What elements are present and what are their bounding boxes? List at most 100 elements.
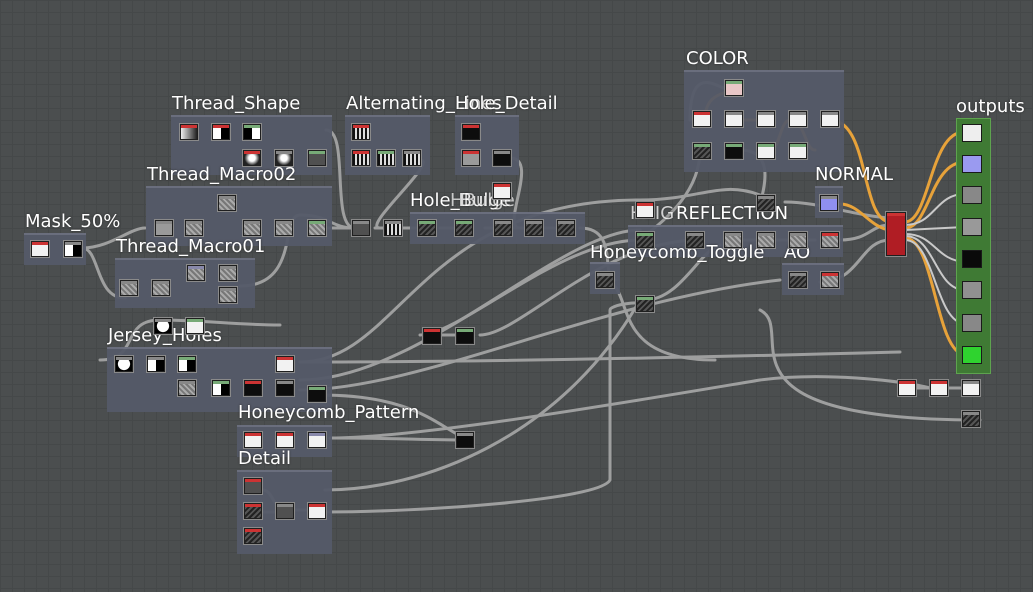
- detail-node-3[interactable]: [244, 528, 262, 544]
- blur-node[interactable]: [275, 150, 293, 166]
- honeycomb-node-2[interactable]: [276, 432, 294, 448]
- hole-merge-node-2[interactable]: [456, 328, 474, 344]
- stripes-node-2[interactable]: [352, 150, 370, 166]
- output-stripes-node[interactable]: [403, 150, 421, 166]
- color-mask-node-2[interactable]: [725, 143, 743, 159]
- height-node[interactable]: [757, 195, 775, 211]
- honeycomb-output-node[interactable]: [308, 432, 326, 448]
- hole-bulge-node[interactable]: [493, 183, 511, 199]
- bulge-node-4[interactable]: [557, 220, 575, 236]
- extra-node-3[interactable]: [962, 380, 980, 396]
- hole-merge-node-1[interactable]: [423, 328, 441, 344]
- color-blend-node-1[interactable]: [725, 111, 743, 127]
- output-emissive-node[interactable]: [962, 346, 982, 364]
- color-base-node[interactable]: [725, 80, 743, 96]
- honeycomb-switch-node[interactable]: [456, 432, 474, 448]
- hole-gray-node[interactable]: [462, 150, 480, 166]
- jersey-blend-node[interactable]: [178, 356, 196, 372]
- output-height-node[interactable]: [962, 250, 982, 268]
- frame-jersey-holes[interactable]: [107, 347, 332, 412]
- jersey-noise-node[interactable]: [178, 380, 196, 396]
- bulge-blend-node[interactable]: [455, 220, 473, 236]
- gradient-node[interactable]: [180, 124, 198, 140]
- blend-node[interactable]: [243, 124, 261, 140]
- honeycomb-node-1[interactable]: [244, 432, 262, 448]
- thread-merge-node[interactable]: [352, 220, 370, 236]
- output-hub-node[interactable]: [886, 212, 906, 256]
- bulge-input-node[interactable]: [418, 220, 436, 236]
- output-opacity-node[interactable]: [962, 314, 982, 332]
- output-roughness-node[interactable]: [962, 186, 982, 204]
- color-white-node[interactable]: [693, 111, 711, 127]
- macro02-blend-node[interactable]: [243, 220, 261, 236]
- output-basecolor-node[interactable]: [962, 124, 982, 142]
- color-output-node[interactable]: [821, 111, 839, 127]
- reflection-node-5[interactable]: [789, 232, 807, 248]
- macro01-output-node[interactable]: [219, 287, 237, 303]
- wire: [323, 298, 642, 492]
- blend-stripes-node[interactable]: [377, 150, 395, 166]
- output-ao-node[interactable]: [962, 281, 982, 299]
- jersey-output-node-2[interactable]: [308, 386, 326, 402]
- detail-output-node[interactable]: [308, 503, 326, 519]
- macro01-input-node[interactable]: [120, 280, 138, 296]
- mask-white-node[interactable]: [31, 241, 49, 257]
- color-levels-node[interactable]: [757, 143, 775, 159]
- ao-node-2[interactable]: [821, 272, 839, 288]
- bulge-node-2[interactable]: [494, 220, 512, 236]
- detail-blend-node[interactable]: [276, 503, 294, 519]
- macro01-blend-node[interactable]: [219, 265, 237, 281]
- reflection-input-node[interactable]: [636, 202, 654, 218]
- wire: [323, 301, 652, 514]
- macro01-noise-node[interactable]: [187, 265, 205, 281]
- detail-switch-node[interactable]: [636, 296, 654, 312]
- output-normal-node[interactable]: [962, 155, 982, 173]
- honeycomb-toggle-node[interactable]: [596, 272, 614, 288]
- normal-node[interactable]: [820, 195, 838, 211]
- transform-node[interactable]: [308, 150, 326, 166]
- output-metallic-node[interactable]: [962, 218, 982, 236]
- levels-node[interactable]: [212, 124, 230, 140]
- reflection-output-node[interactable]: [821, 232, 839, 248]
- hole-shape-node[interactable]: [462, 124, 480, 140]
- reflection-node-1[interactable]: [636, 232, 654, 248]
- macro02-tile-node[interactable]: [185, 220, 203, 236]
- jersey-output-node-1[interactable]: [276, 356, 294, 372]
- extra-node-2[interactable]: [930, 380, 948, 396]
- thread-combine-node[interactable]: [384, 220, 402, 236]
- hole-blend-node[interactable]: [493, 150, 511, 166]
- reflection-node-3[interactable]: [724, 232, 742, 248]
- jersey-shape-node[interactable]: [115, 356, 133, 372]
- macro02-input-node[interactable]: [155, 220, 173, 236]
- circle-blur-node[interactable]: [186, 318, 204, 334]
- detail-node-1[interactable]: [244, 478, 262, 494]
- wire: [904, 226, 966, 231]
- macro02-output-node[interactable]: [308, 220, 326, 236]
- macro02-warp-node[interactable]: [275, 220, 293, 236]
- jersey-mask-node[interactable]: [212, 380, 230, 396]
- detail-node-2[interactable]: [244, 503, 262, 519]
- stripes-node[interactable]: [352, 124, 370, 140]
- bulge-node-3[interactable]: [525, 220, 543, 236]
- wire: [838, 223, 892, 242]
- ao-node-1[interactable]: [789, 272, 807, 288]
- jersey-blend-node-3[interactable]: [276, 380, 294, 396]
- frame-thread-macro02[interactable]: [146, 186, 332, 246]
- mask-blend-node[interactable]: [64, 241, 82, 257]
- jersey-blend-node-2[interactable]: [244, 380, 262, 396]
- macro02-noise-node[interactable]: [218, 195, 236, 211]
- macro01-tile-node[interactable]: [152, 280, 170, 296]
- shape-node[interactable]: [243, 150, 261, 166]
- color-mask-node[interactable]: [693, 143, 711, 159]
- wire: [328, 375, 932, 440]
- color-blend-node-3[interactable]: [789, 111, 807, 127]
- circle-node[interactable]: [154, 318, 172, 334]
- color-levels-node-2[interactable]: [789, 143, 807, 159]
- extra-node-4[interactable]: [962, 411, 980, 427]
- reflection-node-4[interactable]: [757, 232, 775, 248]
- jersey-levels-node[interactable]: [147, 356, 165, 372]
- reflection-node-2[interactable]: [686, 232, 704, 248]
- color-blend-node-2[interactable]: [757, 111, 775, 127]
- extra-node-1[interactable]: [898, 380, 916, 396]
